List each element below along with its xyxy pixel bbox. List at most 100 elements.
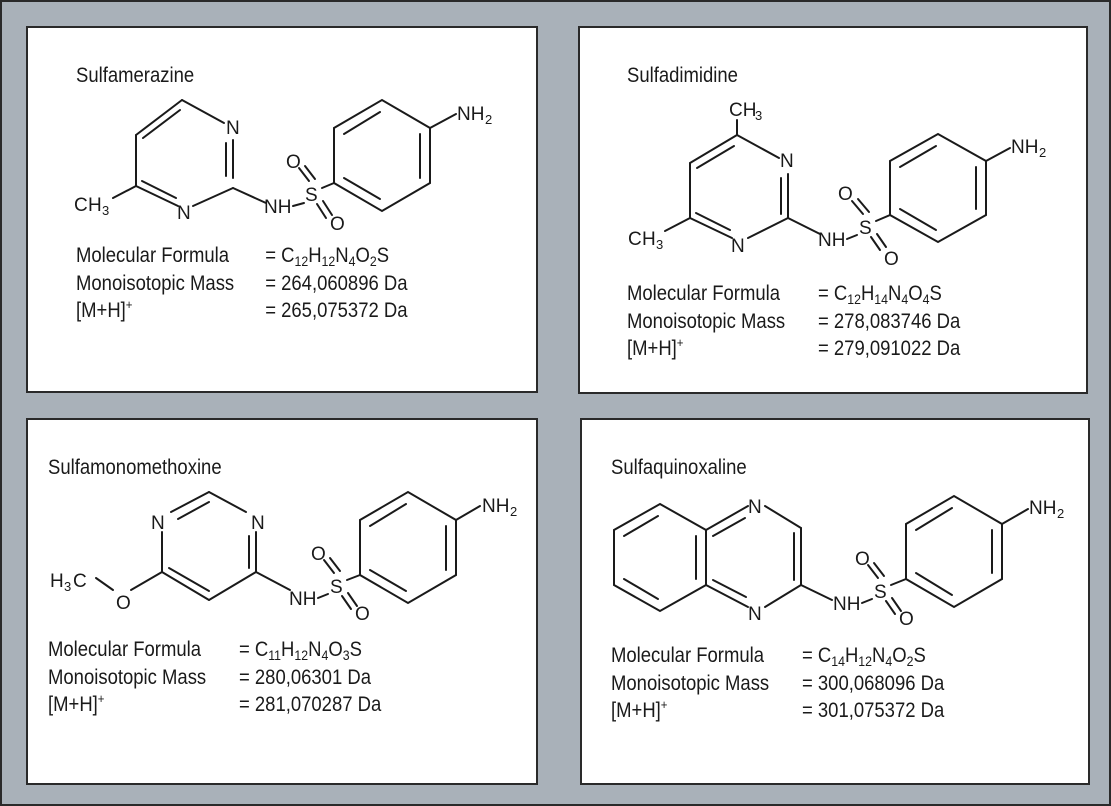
atom-ch3: CH <box>729 100 756 121</box>
formula-element: O <box>908 282 923 305</box>
formula-element: N <box>308 638 322 661</box>
formula-element: S <box>376 244 390 267</box>
atom-methyl-h: H <box>642 229 656 250</box>
mass-label: Monoisotopic Mass <box>76 271 235 295</box>
atom-methyl-sub: 3 <box>656 237 663 252</box>
bond <box>846 234 858 240</box>
formula-subscript: 12 <box>321 253 336 269</box>
atom-nh: NH <box>289 589 316 610</box>
mass-value: = 300,068096 Da <box>801 671 945 695</box>
bond <box>915 572 953 596</box>
atom-ch3-sub: 3 <box>755 108 762 123</box>
formula-element: N <box>872 644 886 667</box>
compound-panel-sulfamonomethoxine: Sulfamonomethoxine N N O H 3 C NH S <box>26 418 538 785</box>
bond <box>857 198 870 213</box>
bond <box>208 571 257 601</box>
atom-n: N <box>226 118 240 139</box>
formula-element: C <box>833 282 848 305</box>
bond <box>899 208 937 231</box>
atom-o: O <box>116 593 131 614</box>
benzene-ring <box>889 132 987 244</box>
bond <box>135 99 183 136</box>
formula-label: Molecular Formula <box>627 282 781 305</box>
formula-element: O <box>328 638 343 661</box>
formula-value: = C12H12N4O2S <box>265 244 390 269</box>
formula-element: S <box>913 644 926 667</box>
atom-methyl-sub: 3 <box>102 203 109 218</box>
mass-value: = 278,083746 Da <box>817 309 961 333</box>
atom-n: N <box>731 236 745 257</box>
formula-element: H <box>860 282 875 305</box>
formula-element: C <box>281 244 295 267</box>
atom-methyl-c: C <box>73 571 87 592</box>
bond <box>329 557 341 572</box>
atom-methyl-sub: 3 <box>64 579 71 594</box>
atom-o: O <box>311 544 326 565</box>
bond <box>664 217 691 232</box>
bond <box>130 571 163 591</box>
bond <box>292 202 305 207</box>
formula-label: Molecular Formula <box>76 244 230 267</box>
atom-nh2-sub: 2 <box>1057 506 1064 521</box>
structure-sulfadimidine: CH 3 N N C H 3 NH S O <box>628 100 1046 270</box>
bond <box>232 187 267 204</box>
atom-o: O <box>855 549 870 570</box>
formula-subscript: 11 <box>268 647 282 663</box>
bond <box>177 501 210 520</box>
formula-element: O <box>355 244 370 267</box>
bond <box>135 185 179 207</box>
bond <box>161 571 210 601</box>
benzene-ring <box>359 490 457 605</box>
mass-value: = 264,060896 Da <box>265 271 408 295</box>
formula-element: S <box>349 638 362 661</box>
atom-o: O <box>838 184 853 205</box>
bond <box>623 578 659 600</box>
bond <box>861 598 873 604</box>
benzene-ring <box>905 494 1003 609</box>
compound-name: Sulfamerazine <box>76 64 195 87</box>
formula-subscript: 12 <box>847 291 861 307</box>
bond <box>341 595 352 610</box>
ion-label: [M+H]+ <box>76 297 133 322</box>
formula-value: = C11H12N4O3S <box>238 638 362 663</box>
bond <box>851 200 864 215</box>
bond <box>689 217 733 239</box>
atom-nh2: NH <box>1029 498 1056 519</box>
bond <box>455 505 481 521</box>
formula-element: C <box>254 638 269 661</box>
bond <box>112 185 137 199</box>
bond <box>696 145 735 169</box>
mass-value: = 280,06301 Da <box>238 665 372 689</box>
bond <box>208 491 247 513</box>
atom-s: S <box>859 218 872 239</box>
compound-panel-sulfaquinoxaline: Sulfaquinoxaline N N NH S O <box>580 418 1090 785</box>
bond <box>705 505 749 531</box>
structure-sulfaquinoxaline: N N NH S O O NH 2 <box>613 494 1064 630</box>
formula-element: H <box>844 644 859 667</box>
bond <box>712 579 747 598</box>
atom-n: N <box>177 203 191 224</box>
bond <box>915 507 953 531</box>
bond <box>95 577 114 591</box>
formula-subscript: 12 <box>858 653 873 669</box>
structure-sulfamonomethoxine: N N O H 3 C NH S O O NH 2 <box>50 490 517 625</box>
atom-methyl-h: H <box>50 571 64 592</box>
atom-o: O <box>355 604 370 625</box>
formula-subscript: 14 <box>874 291 889 307</box>
bond <box>429 113 457 129</box>
formula-element: O <box>892 644 907 667</box>
bond <box>875 214 891 222</box>
bond <box>695 212 731 231</box>
formula-element: S <box>929 282 942 305</box>
atom-s: S <box>330 577 343 598</box>
bond <box>347 592 358 607</box>
formula-subscript: 12 <box>294 253 309 269</box>
atom-nh2: NH <box>1011 137 1038 158</box>
atom-n: N <box>151 513 165 534</box>
bond <box>800 584 833 601</box>
ion-value: = 279,091022 Da <box>817 337 961 360</box>
bond <box>891 597 902 612</box>
atom-n: N <box>780 151 794 172</box>
bond <box>736 134 780 159</box>
bond <box>317 593 329 599</box>
